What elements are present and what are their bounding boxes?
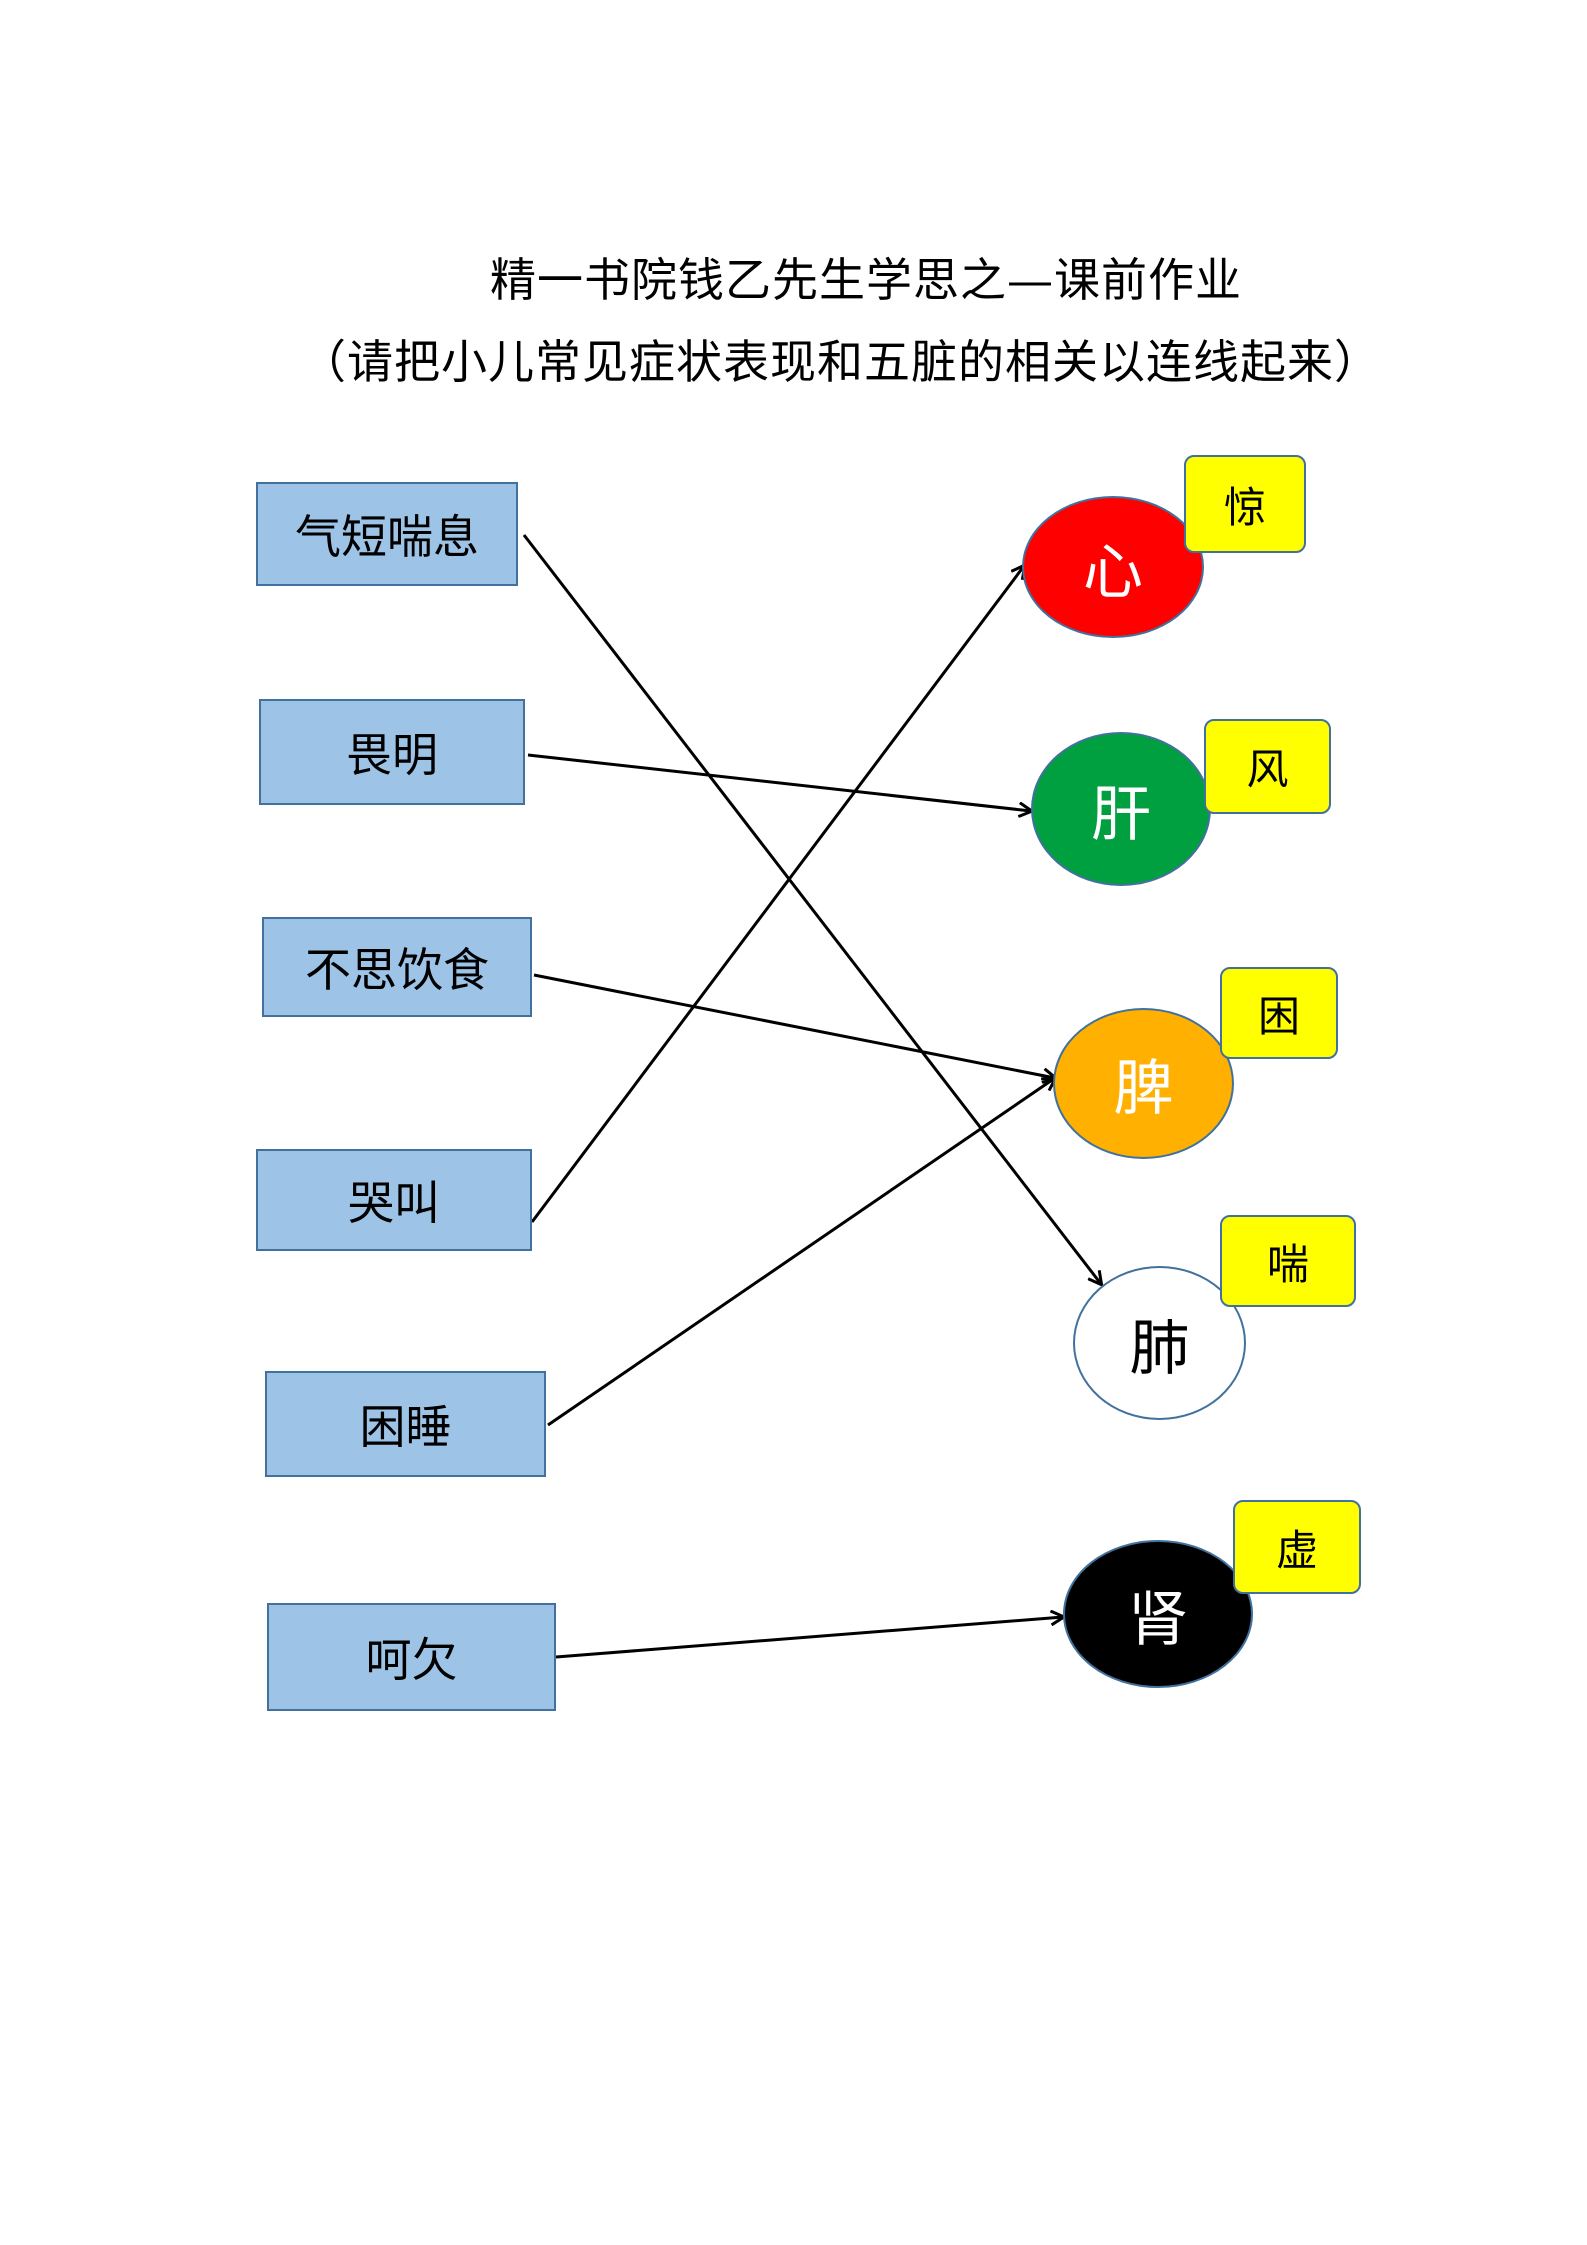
organ-tag-label: 惊: [1223, 482, 1266, 532]
organ-spleen[interactable]: 脾: [1053, 1008, 1234, 1159]
connector-arrow: [547, 1078, 1055, 1427]
symptom-box[interactable]: 气短喘息: [256, 482, 518, 586]
symptom-box[interactable]: 畏明: [259, 699, 525, 805]
organ-label: 肝: [1091, 779, 1151, 850]
symptom-label: 畏明: [346, 728, 438, 782]
organ-tag-label: 喘: [1266, 1239, 1309, 1289]
organ-heart[interactable]: 心: [1022, 496, 1204, 638]
symptom-label: 困睡: [359, 1400, 452, 1454]
page-title: 精一书院钱乙先生学思之—课前作业: [490, 253, 1242, 307]
page-subtitle: （请把小儿常见症状表现和五脏的相关以连线起来）: [300, 335, 1381, 389]
connector-arrow: [527, 753, 1031, 811]
symptom-box[interactable]: 不思饮食: [262, 917, 532, 1017]
symptom-label: 哭叫: [348, 1176, 440, 1230]
organ-tag: 风: [1204, 719, 1331, 814]
symptom-box[interactable]: 困睡: [265, 1371, 546, 1477]
connector-arrow: [555, 1617, 1063, 1659]
symptom-label: 不思饮食: [305, 943, 489, 997]
organ-label: 肾: [1128, 1584, 1188, 1655]
symptom-box[interactable]: 呵欠: [267, 1603, 556, 1711]
symptom-label: 呵欠: [365, 1633, 458, 1687]
organ-kidney[interactable]: 肾: [1063, 1540, 1253, 1688]
organ-tag: 困: [1220, 967, 1338, 1059]
organ-tag: 喘: [1220, 1215, 1356, 1307]
connector-arrow: [530, 566, 1024, 1223]
organ-lung[interactable]: 肺: [1073, 1266, 1246, 1420]
symptom-box[interactable]: 哭叫: [256, 1149, 532, 1251]
connector-arrow: [522, 534, 1101, 1284]
organ-tag: 惊: [1184, 455, 1306, 553]
symptom-label: 气短喘息: [295, 510, 479, 564]
organ-label: 脾: [1113, 1054, 1174, 1124]
organ-liver[interactable]: 肝: [1031, 732, 1211, 886]
connector-arrow: [533, 973, 1055, 1078]
organ-tag-label: 风: [1246, 745, 1289, 794]
organ-tag-label: 虚: [1275, 1525, 1318, 1575]
organ-tag-label: 困: [1257, 991, 1300, 1041]
organ-label: 肺: [1129, 1313, 1190, 1384]
organ-label: 心: [1083, 537, 1143, 608]
organ-tag: 虚: [1233, 1500, 1361, 1594]
